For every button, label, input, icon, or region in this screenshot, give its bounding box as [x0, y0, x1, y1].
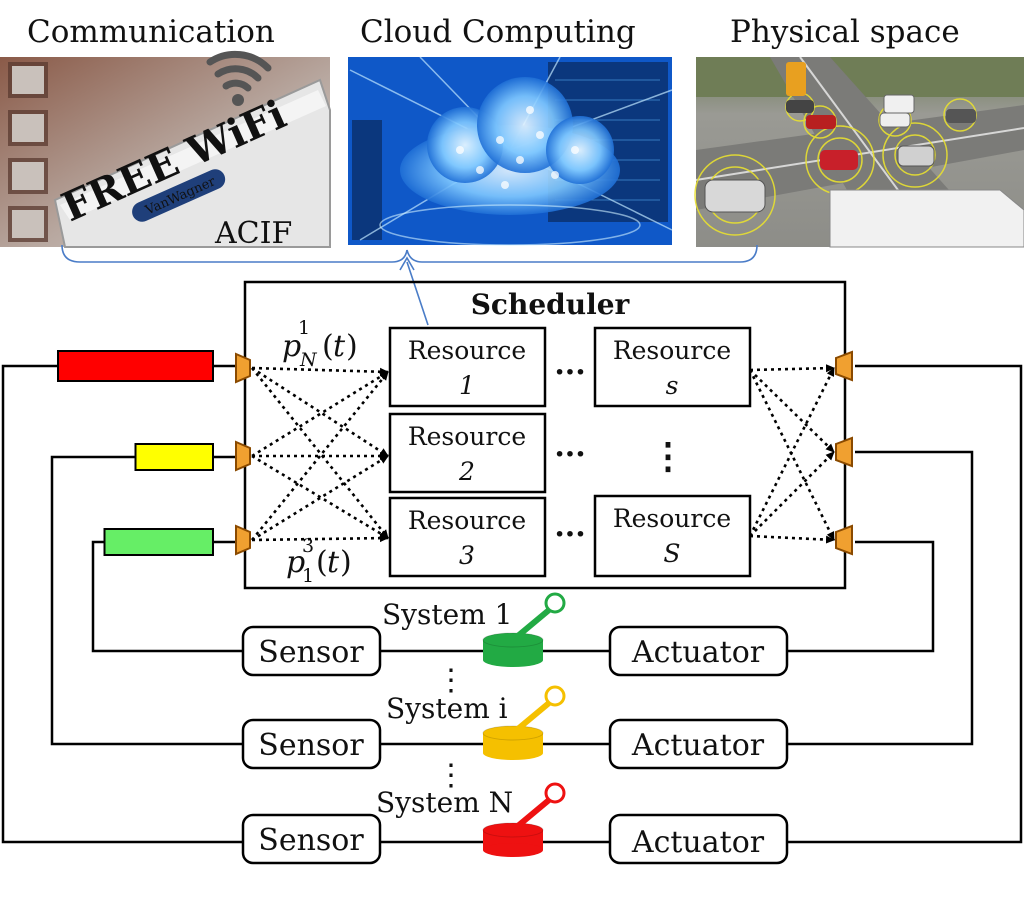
system-label-N: System N — [376, 786, 513, 819]
svg-text:2: 2 — [458, 457, 475, 486]
system-label-1: System 1 — [382, 598, 512, 631]
queues — [57, 350, 236, 556]
svg-text:(: ( — [322, 329, 334, 364]
ellipsis-row-2: ··· — [554, 437, 585, 472]
resource-box-S: Resource S — [593, 494, 752, 578]
svg-text:1: 1 — [298, 317, 310, 339]
svg-text:): ) — [346, 329, 358, 364]
prob-label-top: p 1 N ( t ) — [282, 317, 358, 371]
svg-text:Resource: Resource — [613, 336, 731, 365]
svg-text:Resource: Resource — [408, 422, 526, 451]
input-port-1 — [235, 352, 251, 384]
prob-label-bottom: p 3 1 ( t ) — [286, 535, 352, 587]
plant-icon-system-3 — [482, 782, 566, 857]
output-port-1 — [835, 350, 853, 382]
input-port-2 — [235, 440, 251, 472]
ellipsis-row-1: ··· — [554, 355, 585, 390]
system-label-i: System i — [386, 692, 508, 725]
svg-text:p: p — [282, 329, 301, 364]
svg-text:Actuator: Actuator — [631, 635, 765, 670]
scheduler-box — [243, 280, 847, 590]
plant-icon-system-2 — [482, 685, 566, 760]
car-icon — [694, 62, 1024, 248]
resource-box-1: Resource 1 — [388, 326, 547, 408]
sensor-box-system-N: Sensor — [241, 813, 382, 865]
svg-text:Sensor: Sensor — [258, 635, 364, 670]
svg-text:s: s — [666, 371, 679, 400]
svg-text:): ) — [340, 545, 352, 580]
resource-box-2: Resource 2 — [388, 412, 547, 494]
svg-text:p: p — [286, 545, 305, 580]
actuator-box-system-i: Actuator — [608, 718, 789, 770]
actuator-box-system-N: Actuator — [608, 813, 789, 865]
svg-text:3: 3 — [302, 535, 314, 557]
ellipsis-row-3: ··· — [554, 517, 585, 552]
svg-text:Actuator: Actuator — [631, 728, 765, 763]
plant-icon-system-1 — [482, 592, 566, 667]
resource-box-3: Resource 3 — [388, 496, 547, 578]
svg-text:1: 1 — [302, 565, 314, 587]
photo-physical-space — [694, 56, 1024, 248]
ellipsis-vertical-systems-1: ⋮ — [436, 663, 466, 698]
photo-title-cloud-computing: Cloud Computing — [360, 14, 636, 50]
ellipsis-vertical-resources: ⋮ — [650, 435, 686, 477]
resource-box-s: Resource s — [593, 326, 752, 408]
plants — [482, 592, 566, 857]
output-port-2 — [835, 436, 853, 468]
right-dotted-links — [748, 364, 836, 544]
svg-text:Sensor: Sensor — [258, 823, 364, 858]
svg-text:t: t — [333, 329, 346, 364]
left-dotted-links — [250, 366, 390, 543]
wifi-sign-fragment: ACIF — [214, 216, 292, 251]
photos-bracket — [61, 244, 758, 326]
svg-text:t: t — [327, 545, 340, 580]
photo-communication: FREE WiFi VanWagner ACIF — [0, 50, 331, 251]
scheduler-title: Scheduler — [471, 288, 631, 321]
svg-text:Actuator: Actuator — [631, 825, 765, 860]
ellipsis-vertical-systems-2: ⋮ — [436, 758, 466, 793]
queue-bar-3 — [103, 528, 214, 556]
sensor-box-system-i: Sensor — [241, 718, 382, 770]
photo-title-physical-space: Physical space — [730, 14, 960, 50]
sensor-box-system-1: Sensor — [241, 625, 382, 677]
output-port-3 — [835, 524, 853, 556]
svg-text:S: S — [663, 539, 680, 568]
svg-text:Sensor: Sensor — [258, 728, 364, 763]
svg-text:3: 3 — [459, 541, 475, 570]
wifi-icon — [206, 50, 272, 106]
queue-bar-2 — [134, 443, 214, 471]
photo-cloud-computing — [348, 56, 673, 246]
queue-bar-1 — [57, 350, 214, 382]
svg-text:Resource: Resource — [408, 506, 526, 535]
svg-text:(: ( — [316, 545, 328, 580]
svg-text:N: N — [299, 349, 318, 371]
loop-wires — [1, 364, 1023, 844]
svg-text:Resource: Resource — [613, 504, 731, 533]
svg-text:1: 1 — [459, 371, 475, 400]
cloud-icon — [400, 77, 620, 215]
photo-title-communication: Communication — [27, 14, 275, 50]
ports — [235, 350, 853, 556]
actuator-box-system-1: Actuator — [608, 625, 789, 677]
input-port-3 — [235, 524, 251, 556]
svg-text:Resource: Resource — [408, 336, 526, 365]
